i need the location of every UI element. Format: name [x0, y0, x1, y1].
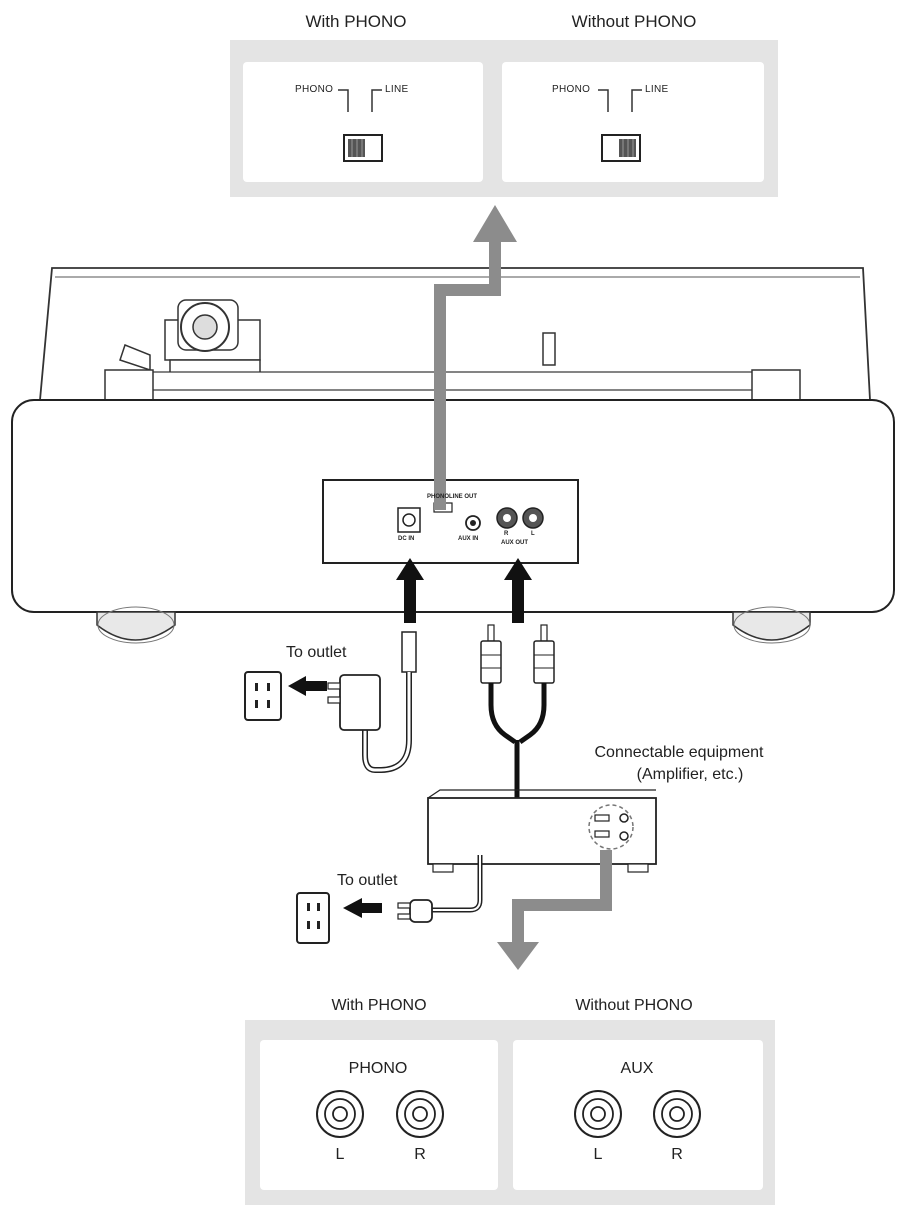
rear-aux-in-label: AUX IN [458, 536, 479, 542]
aux-r-label: R [671, 1146, 683, 1163]
top-right-line-label: LINE [645, 84, 669, 95]
amplifier-label-line1: Connectable equipment [594, 744, 764, 761]
wall-outlet-2 [296, 892, 330, 944]
rca-arrow [504, 558, 532, 623]
outlet-1-label: To outlet [286, 644, 347, 661]
rear-l-label: L [531, 531, 535, 537]
rear-aux-out-label: AUX OUT [501, 540, 528, 546]
power-arrow [396, 558, 424, 623]
phono-r-label: R [414, 1146, 426, 1163]
rear-r-label: R [504, 531, 509, 537]
outlet-arrow-2 [343, 898, 382, 918]
switch-arrow [434, 205, 517, 510]
amplifier [427, 789, 657, 873]
outlet-arrow-1 [288, 676, 327, 696]
aux-jack-l [574, 1090, 622, 1138]
wall-outlet-1 [244, 671, 282, 721]
right-foot [732, 606, 811, 644]
top-left-switch [343, 134, 383, 162]
top-right-switch [601, 134, 641, 162]
amp-input-arrow [497, 850, 612, 970]
outlet-2-label: To outlet [337, 872, 398, 889]
rear-dc-in-label: DC IN [398, 536, 415, 542]
top-switch-panel [230, 40, 778, 197]
amplifier-label-line2: (Amplifier, etc.) [636, 766, 744, 783]
amplifier-power-cord [397, 855, 483, 923]
top-left-phono-label: PHONO [295, 84, 334, 95]
aux-jack-r [653, 1090, 701, 1138]
turntable [11, 267, 895, 644]
rear-switch-phono-label: PHONO [427, 494, 450, 500]
top-left-line-label: LINE [385, 84, 409, 95]
phono-jack-r [396, 1090, 444, 1138]
rear-panel [322, 479, 579, 564]
power-adapter [327, 631, 417, 773]
bottom-without-phono-label: Without PHONO [575, 997, 693, 1014]
bottom-phono-title: PHONO [348, 1060, 408, 1077]
left-foot [96, 606, 176, 644]
top-with-phono-label: With PHONO [305, 12, 407, 31]
phono-jack-l [316, 1090, 364, 1138]
top-right-phono-label: PHONO [552, 84, 591, 95]
bottom-aux-title: AUX [620, 1060, 654, 1077]
aux-l-label: L [593, 1146, 603, 1163]
bottom-input-panel [245, 1020, 775, 1205]
rear-switch-line-label: LINE OUT [449, 494, 477, 500]
top-without-phono-label: Without PHONO [571, 12, 697, 31]
bottom-with-phono-label: With PHONO [331, 997, 427, 1014]
tonearm [119, 299, 261, 377]
phono-l-label: L [335, 1146, 345, 1163]
